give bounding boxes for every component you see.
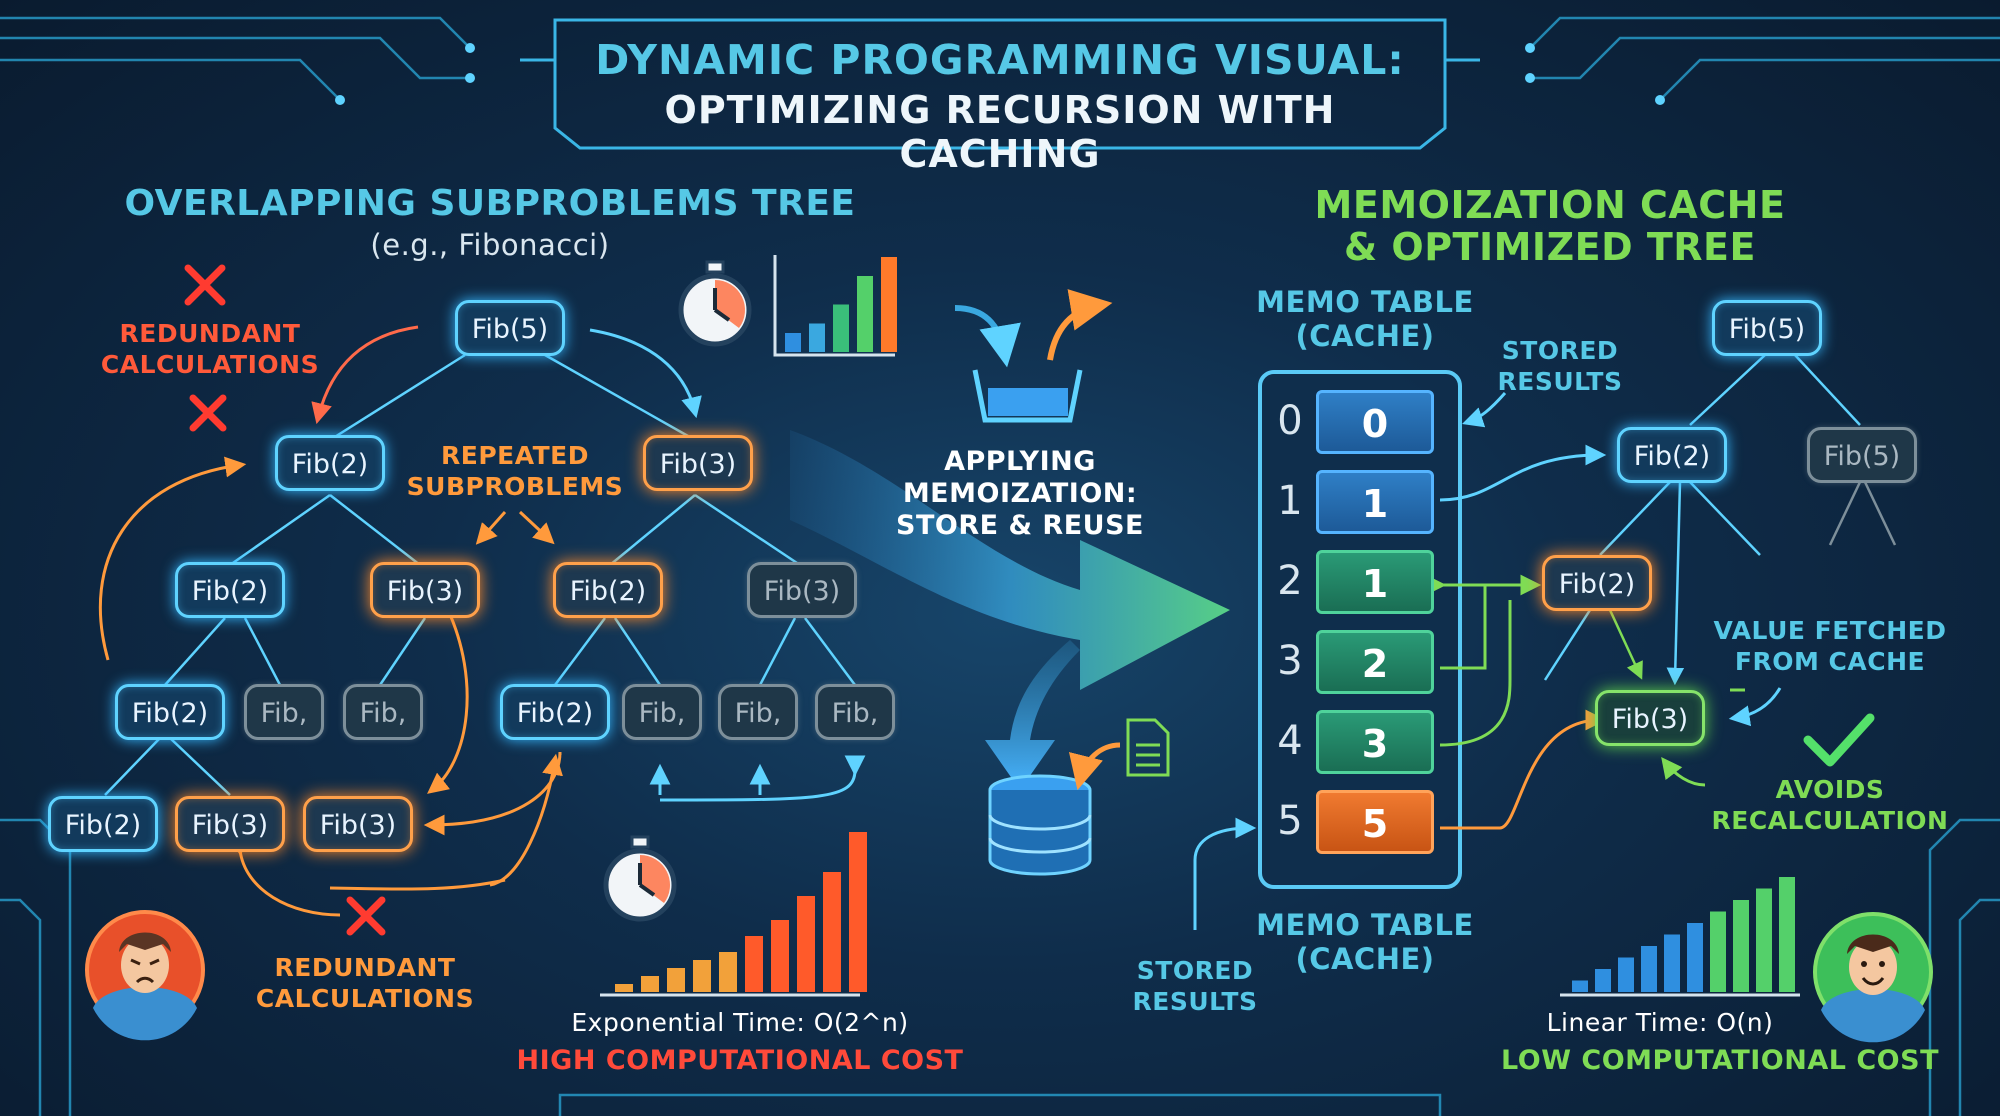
- tree-node-faded: Fib,: [718, 684, 798, 740]
- frustrated-avatar: [85, 910, 205, 1041]
- tree-node-faded: Fib(3): [747, 562, 857, 618]
- tree-node-root: Fib(5): [455, 300, 565, 356]
- linear-bar-chart: [1572, 877, 1795, 992]
- bucket-icon: [954, 289, 1113, 423]
- flow-arrow: [790, 430, 1230, 690]
- tree-node-repeated: Fib(3): [175, 796, 285, 852]
- tree-node: Fib(2): [275, 435, 385, 491]
- right-heading-line2: & OPTIMIZED TREE: [1344, 225, 1756, 269]
- tree-node: Fib(2): [115, 684, 225, 740]
- down-arrow: [985, 640, 1080, 790]
- high-cost-label: HIGH COMPUTATIONAL COST: [516, 1045, 964, 1076]
- bar: [849, 832, 867, 992]
- tree-edges: [104, 353, 857, 796]
- memo-table-label-top: MEMO TABLE (CACHE): [1256, 285, 1474, 353]
- tree-node-faded: Fib,: [343, 684, 423, 740]
- linear-time-label: Linear Time: O(n): [1546, 1008, 1774, 1037]
- tree-node-faded: Fib,: [622, 684, 702, 740]
- tree-node: Fib(2): [48, 796, 158, 852]
- memoization-caption: APPLYING MEMOIZATION: STORE & REUSE: [896, 446, 1144, 541]
- memo-cell: 3: [1316, 710, 1434, 774]
- tree-node-repeated: Fib(3): [643, 435, 753, 491]
- tree-node-repeated: Fib(3): [303, 796, 413, 852]
- top-bar-chart: [785, 257, 897, 352]
- bar: [1756, 888, 1772, 992]
- bar: [1733, 900, 1749, 992]
- bar: [797, 896, 815, 992]
- bar: [1779, 877, 1795, 992]
- bar: [745, 936, 763, 992]
- memo-cell: 1: [1316, 470, 1434, 534]
- title-line1: DYNAMIC PROGRAMMING VISUAL:: [595, 36, 1405, 84]
- opt-tree-node-cached: Fib(2): [1542, 555, 1652, 611]
- tree-node-faded: Fib,: [244, 684, 324, 740]
- bar: [1664, 934, 1680, 992]
- bar: [641, 976, 659, 992]
- circuit-dots: [335, 43, 1665, 105]
- tree-node: Fib(2): [500, 684, 610, 740]
- bar: [693, 960, 711, 992]
- memo-index: 2: [1277, 558, 1303, 604]
- bar: [719, 952, 737, 992]
- circuit-decoration: [0, 16, 2000, 1116]
- exponential-time-label: Exponential Time: O(2^n): [571, 1008, 909, 1037]
- memo-index: 4: [1277, 718, 1303, 764]
- bar: [785, 333, 801, 352]
- memo-cell: 1: [1316, 550, 1434, 614]
- bar: [1710, 911, 1726, 992]
- right-heading-line1: MEMOIZATION CACHE: [1314, 183, 1786, 227]
- memo-index: 0: [1277, 398, 1303, 444]
- stored-results-label-bottom: STORED RESULTS: [1132, 956, 1258, 1016]
- avoids-recalculation-label: AVOIDS RECALCULATION: [1711, 775, 1949, 835]
- stored-results-label-top: STORED RESULTS: [1497, 336, 1623, 396]
- tree-node: Fib(2): [175, 562, 285, 618]
- tree-node-faded: Fib,: [815, 684, 895, 740]
- bar: [809, 323, 825, 352]
- memo-cell: 0: [1316, 390, 1434, 454]
- memo-cell: 2: [1316, 630, 1434, 694]
- opt-tree-node-faded: Fib(5): [1807, 427, 1917, 483]
- bar: [833, 304, 849, 352]
- database-icon: [988, 742, 1121, 876]
- tree-node-repeated: Fib(2): [553, 562, 663, 618]
- left-heading: OVERLAPPING SUBPROBLEMS TREE: [124, 183, 856, 224]
- bar: [1595, 969, 1611, 992]
- happy-avatar: [1813, 912, 1933, 1043]
- bar: [615, 984, 633, 992]
- exponential-bar-chart: [615, 832, 867, 992]
- memo-table-label-bottom: MEMO TABLE (CACHE): [1256, 908, 1474, 976]
- opt-tree-root: Fib(5): [1712, 300, 1822, 356]
- bar: [881, 257, 897, 352]
- redundant-label-top: REDUNDANT CALCULATIONS: [100, 319, 320, 379]
- opt-tree-node: Fib(2): [1617, 427, 1727, 483]
- bar: [771, 920, 789, 992]
- memo-cell: 5: [1316, 790, 1434, 854]
- memo-index: 3: [1277, 638, 1303, 684]
- bar: [667, 968, 685, 992]
- document-icon: [1126, 718, 1170, 777]
- memo-index: 1: [1277, 478, 1303, 524]
- title-banner: DYNAMIC PROGRAMMING VISUAL: OPTIMIZING R…: [565, 22, 1435, 176]
- bar: [1572, 980, 1588, 992]
- bar: [1618, 957, 1634, 992]
- stopwatch-icon-top: [678, 260, 752, 347]
- left-subheading: (e.g., Fibonacci): [370, 228, 610, 262]
- value-fetched-label: VALUE FETCHED FROM CACHE: [1713, 616, 1947, 676]
- check-icon: [1803, 713, 1875, 767]
- bar: [1687, 923, 1703, 992]
- tree-node-repeated: Fib(3): [370, 562, 480, 618]
- redundant-label-bottom: REDUNDANT CALCULATIONS: [255, 953, 475, 1013]
- opt-tree-node-fetched: Fib(3): [1595, 690, 1705, 746]
- title-frame: [520, 18, 1480, 150]
- low-cost-label: LOW COMPUTATIONAL COST: [1501, 1045, 1939, 1076]
- stopwatch-icon-bottom: [603, 835, 677, 922]
- bar: [857, 276, 873, 352]
- red-x-icons: [184, 264, 386, 936]
- bar: [823, 872, 841, 992]
- title-line2: OPTIMIZING RECURSION WITH CACHING: [664, 88, 1336, 176]
- memo-index: 5: [1277, 798, 1303, 844]
- repeated-subproblems-label: REPEATED SUBPROBLEMS: [406, 441, 624, 501]
- bar: [1641, 946, 1657, 992]
